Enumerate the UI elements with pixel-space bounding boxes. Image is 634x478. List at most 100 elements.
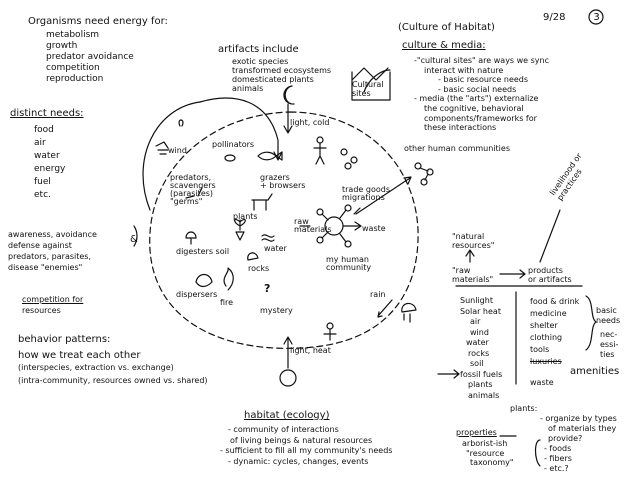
energy-list: metabolism growth predator avoidance com…	[46, 30, 134, 85]
sun-icon	[279, 369, 297, 387]
product-item: food & drink	[530, 297, 580, 306]
habitat-line: - dynamic: cycles, changes, events	[228, 456, 369, 466]
habitat-boundary	[149, 111, 419, 349]
fish-icon	[257, 151, 283, 161]
wind-label: wind	[168, 146, 187, 155]
rain-arrow	[377, 299, 393, 318]
needs-item: energy	[34, 164, 66, 174]
properties-line: arborist-ish	[462, 439, 508, 448]
behavior-line: how we treat each other	[18, 350, 141, 361]
cultural-sites-icon	[351, 67, 391, 101]
needs-item: fuel	[34, 177, 51, 187]
page-number-circle	[588, 9, 604, 25]
other-community-node	[414, 162, 422, 170]
plants-note-brace	[534, 439, 541, 467]
properties-list: arborist-ish "resource taxonomy"	[462, 439, 514, 468]
water-icon	[261, 234, 275, 242]
network-node	[340, 148, 348, 156]
resource-item: animals	[468, 390, 500, 400]
culture-line: the cognitive, behavioral	[424, 103, 524, 113]
culture-line: - media (the "arts") externalize	[414, 94, 539, 104]
raw-materials-label-2: "raw materials"	[452, 266, 494, 284]
moon-icon	[283, 85, 295, 105]
needs-list: food air water energy fuel etc.	[34, 124, 65, 202]
plants-note-line: - foods	[544, 444, 572, 453]
habitat-line: - sufficient to fill all my community's …	[220, 446, 393, 455]
date: 9/28	[543, 12, 566, 23]
culture-title: culture & media:	[402, 40, 486, 51]
network-node	[344, 162, 352, 170]
resource-item: water	[466, 338, 489, 347]
habitat-title: habitat (ecology)	[244, 410, 330, 421]
fire-icon	[223, 267, 234, 291]
basic-needs-brace	[585, 295, 597, 351]
essi-label: essi-	[600, 340, 619, 349]
livelihood-line	[539, 209, 561, 263]
competition-line: competition for	[22, 295, 84, 304]
energy-item: predator avoidance	[46, 52, 134, 62]
raw-materials-label: raw materials	[294, 217, 332, 234]
culture-list: -"cultural sites" are ways we sync inter…	[414, 56, 549, 133]
community-node	[316, 208, 324, 216]
culture-line: interact with nature	[424, 65, 504, 75]
culture-heading: (Culture of Habitat)	[398, 22, 495, 33]
energy-item: competition	[46, 63, 100, 73]
waste-label: waste	[362, 224, 386, 233]
resource-item: Solar heat	[460, 306, 501, 316]
community-links	[321, 209, 347, 243]
raw-to-products-arrow	[499, 269, 526, 279]
amenities-label: amenities	[570, 366, 620, 377]
waste-label-2: waste	[530, 378, 554, 387]
other-communities-label: other human communities	[404, 144, 510, 153]
awareness-line: awareness, avoidance	[8, 230, 97, 239]
human-figure-icon	[313, 142, 327, 165]
properties-line: taxonomy"	[470, 458, 514, 467]
needs-item: water	[34, 151, 60, 161]
resources-right-list: food & drink medicine shelter clothing t…	[530, 296, 579, 368]
product-item: luxuries	[530, 357, 562, 366]
plants-note-line: of materials they	[548, 424, 617, 433]
plants-note-line: - fibers	[544, 454, 572, 463]
competition-block: competition for resources	[22, 294, 83, 316]
energy-item: metabolism	[46, 30, 100, 40]
resource-item: air	[470, 317, 481, 326]
plants-note-title: plants:	[510, 404, 538, 413]
light-heat-label: light, heat	[290, 346, 331, 355]
rain-label: rain	[370, 290, 386, 299]
product-item: tools	[530, 345, 550, 354]
rocks-icon	[247, 252, 259, 261]
culture-arc	[363, 69, 391, 93]
rain-icon	[401, 302, 417, 323]
habitat-line: of living beings & natural resources	[230, 435, 373, 445]
wind-icon	[155, 141, 169, 155]
basic-needs-label: basic needs	[596, 306, 621, 325]
resource-item: wind	[470, 327, 489, 337]
waste-arrow	[342, 221, 362, 231]
human-head-icon	[316, 136, 324, 144]
product-item: shelter	[530, 321, 558, 330]
ties-label: ties	[600, 350, 615, 359]
resource-item: rocks	[468, 348, 490, 358]
natural-resources-label: "natural resources"	[452, 232, 495, 250]
page-number: 3	[593, 12, 600, 23]
community-node	[316, 236, 324, 244]
awareness-block: awareness, avoidance defense against pre…	[8, 229, 97, 273]
question-mark: ?	[264, 282, 271, 295]
plants-label: plants	[233, 212, 258, 221]
mystery-label: mystery	[260, 306, 293, 315]
artifact-item: exotic species	[232, 57, 289, 66]
awareness-line: predators, parasites,	[8, 252, 91, 261]
human-head-icon-2	[326, 322, 334, 330]
artifact-item: animals	[232, 84, 264, 93]
needs-item: etc.	[34, 190, 51, 200]
energy-item: reproduction	[46, 74, 104, 84]
culture-line: - basic social needs	[438, 84, 517, 94]
other-community-node	[420, 178, 428, 186]
plants-note-line: - organize by types	[540, 414, 617, 423]
energy-title: Organisms need energy for:	[28, 16, 168, 27]
needs-item: food	[34, 125, 54, 135]
culture-line: components/frameworks for	[424, 113, 537, 123]
plants-note-line: - etc.?	[544, 464, 569, 473]
